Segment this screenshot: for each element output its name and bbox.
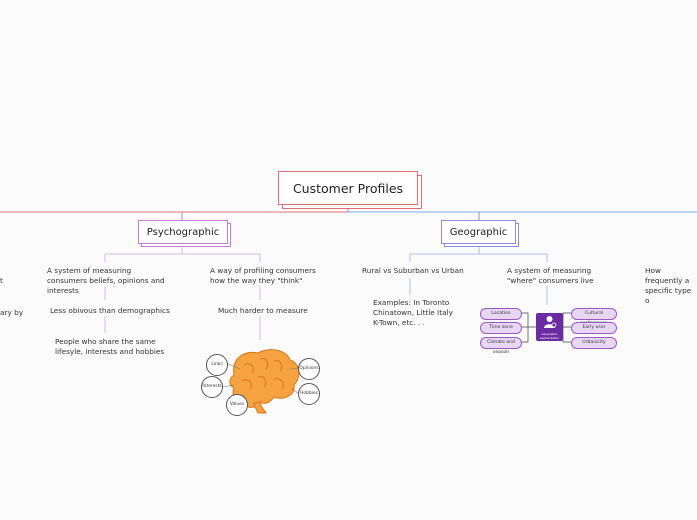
seg-pill-climate: Climate and season	[480, 337, 522, 355]
left-partial-text-2[interactable]: ary by	[0, 308, 24, 317]
brain-label-values: Values	[226, 394, 248, 416]
geo-system[interactable]: A system of measuring "where" consumers …	[507, 266, 594, 285]
brain-label-opinions: Opinions	[298, 358, 320, 380]
seg-center-tile: Geographic segmentation	[536, 313, 563, 341]
psych-profiling[interactable]: A way of profiling consumers how the way…	[210, 266, 316, 285]
topic-geographic[interactable]: Geographic	[441, 220, 516, 244]
geo-examples[interactable]: Examples: In Toronto Chinatown, Little I…	[373, 298, 453, 327]
geo-rural[interactable]: Rural vs Suburban vs Urban	[362, 266, 464, 275]
psych-less-obvious[interactable]: Less obivous than demographics	[50, 306, 170, 315]
geo-tree	[409, 244, 548, 262]
left-partial-text-1[interactable]: t	[0, 276, 3, 285]
brain-label-links: Links	[206, 354, 228, 376]
geographic-title: Geographic	[449, 226, 508, 238]
seg-bracket-right	[562, 312, 571, 343]
topic-psychographic[interactable]: Psychographic	[138, 220, 228, 244]
psych-definition[interactable]: A system of measuring consumers beliefs,…	[47, 266, 165, 295]
root-topic[interactable]: Customer Profiles	[278, 171, 418, 205]
seg-bracket-left	[520, 312, 536, 343]
seg-pill-cultural: Cultural preferences	[571, 308, 617, 326]
person-location-icon	[544, 316, 557, 328]
psychographic-title: Psychographic	[146, 226, 220, 238]
right-partial-text[interactable]: How frequently a specific type o	[645, 266, 692, 305]
root-title: Customer Profiles	[292, 180, 404, 196]
seg-pill-location: Location	[480, 308, 522, 320]
seg-pill-early-user: Early user	[571, 322, 617, 334]
seg-pill-urbanicity: Urbanicity	[571, 337, 617, 349]
psych-harder[interactable]: Much harder to measure	[218, 306, 308, 315]
brain-label-interests: Interests	[201, 376, 223, 398]
seg-center-label: Geographic segmentation	[539, 332, 560, 340]
psych-tree	[104, 244, 261, 262]
psych-people[interactable]: People who share the same lifesyle, inte…	[55, 337, 165, 356]
seg-pill-time-zone: Time zone	[480, 322, 522, 334]
brain-label-hobbies: Hobbies	[298, 383, 320, 405]
